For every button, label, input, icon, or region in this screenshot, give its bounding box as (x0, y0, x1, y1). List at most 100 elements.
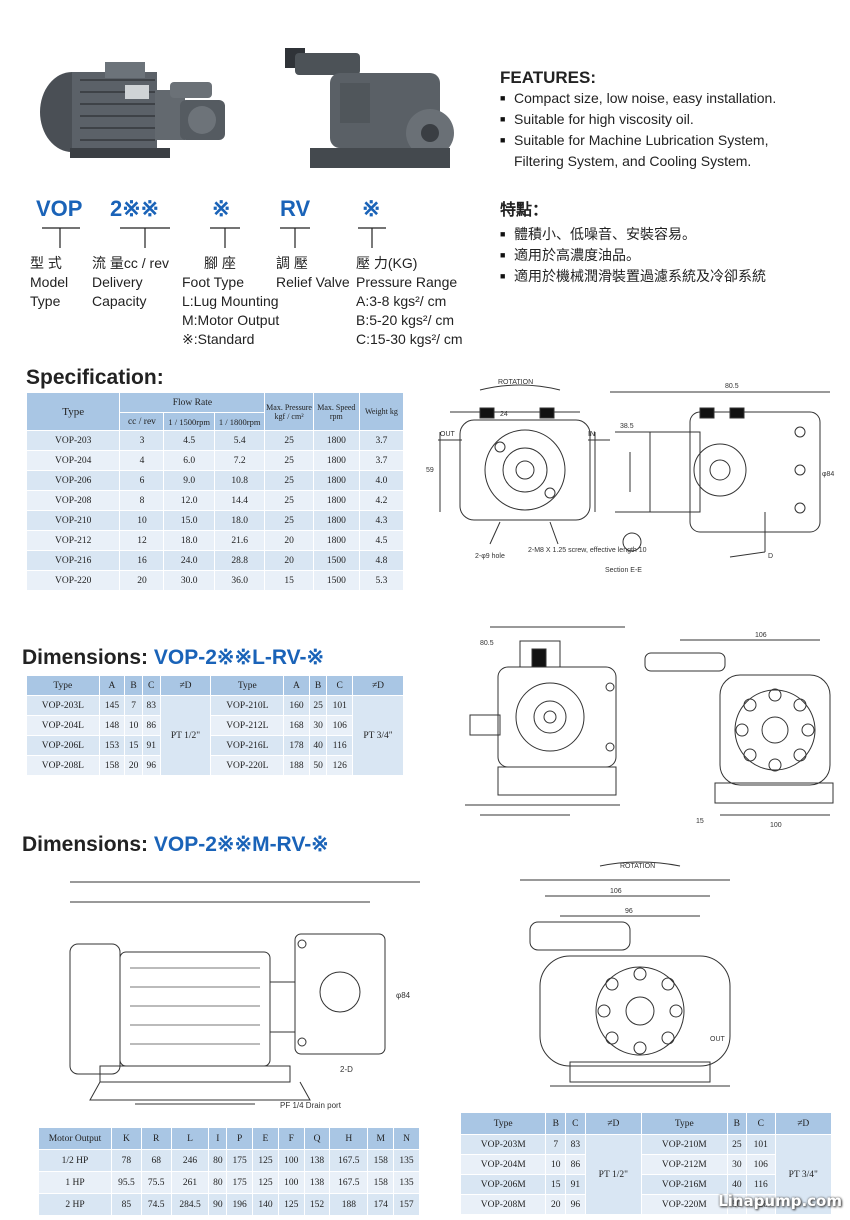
spec-value-cell: 4.0 (358, 470, 405, 491)
caption: C:15-30 kgs²/ cm (356, 331, 463, 347)
features-title: FEATURES: (500, 68, 597, 87)
motor-cell: 95.5 (111, 1171, 142, 1194)
caption-zh: 腳 座 (204, 255, 236, 271)
spec-value-cell: 15.0 (163, 510, 215, 531)
label-84: φ84 (822, 471, 834, 478)
caption: Pressure Range (356, 274, 458, 290)
dimm-cell: 116 (746, 1174, 776, 1195)
diml-cell: 126 (326, 755, 354, 776)
diml-header: C (326, 675, 354, 696)
feature-item: Suitable for high viscosity oil. (500, 109, 830, 130)
dim-l-title-b: VOP-2※※L-RV-※ (153, 646, 325, 669)
spec-title: Specification: (26, 366, 164, 389)
spec-value-cell: 21.6 (213, 530, 266, 551)
dimm-cell: 30 (726, 1154, 748, 1175)
dimm-cell: VOP-210M (641, 1134, 728, 1155)
diml-cell: 148 (98, 715, 126, 736)
pump-front-side-drawing: ROTATION OUT IN 24 59 2-φ9 hole 2-M8 X 1… (426, 379, 834, 574)
spec-value-cell: 25 (264, 490, 314, 511)
diml-cell: 106 (326, 715, 354, 736)
spec-value-cell: 3.7 (358, 430, 405, 451)
dim-m-title: Dimensions: VOP-2※※M-RV-※ (22, 832, 329, 857)
motor-header: M (367, 1127, 395, 1150)
caption-zh: 調 壓 (276, 255, 308, 271)
feature-zh-item: 體積小、低噪音、安裝容易。 (500, 224, 830, 245)
dimm-cell: 91 (565, 1174, 586, 1195)
diml-header: A (283, 675, 310, 696)
motor-cell: 75.5 (140, 1171, 172, 1194)
label-59: 59 (426, 467, 434, 474)
motor-cell: 1 HP (38, 1171, 112, 1194)
diml-cell: 15 (124, 735, 143, 756)
label-l-15: 15 (696, 818, 704, 825)
motor-header: H (329, 1127, 369, 1150)
spec-value-cell: 24.0 (163, 550, 215, 571)
spec-value-cell: 1800 (312, 430, 360, 451)
diml-header: ≠D (352, 675, 404, 696)
motor-cell: 2 HP (38, 1193, 112, 1216)
diml-cell: VOP-203L (26, 695, 100, 716)
spec-value-cell: 8 (119, 490, 165, 511)
diml-cell: VOP-204L (26, 715, 100, 736)
label-m-84: φ84 (396, 991, 411, 1000)
caption: ※:Standard (182, 331, 255, 347)
pump-photo (270, 38, 470, 173)
label-24: 24 (500, 411, 508, 418)
spec-type-cell: VOP-210 (25, 510, 121, 531)
diml-cell: 160 (283, 695, 310, 716)
motor-header: P (226, 1127, 254, 1150)
spec-value-cell: 5.3 (358, 570, 405, 591)
spec-value-cell: 12 (119, 530, 165, 551)
spec-value-cell: 6.0 (163, 450, 215, 471)
motor-cell: 85 (111, 1193, 142, 1216)
diml-cell: 7 (124, 695, 143, 716)
spec-value-cell: 4.2 (358, 490, 405, 511)
code-col-relief: 調 壓 Relief Valve (276, 254, 356, 292)
label-out: OUT (440, 431, 456, 438)
diml-cell: VOP-212L (210, 715, 285, 736)
motor-cell: 167.5 (329, 1171, 369, 1194)
feature-item-continued: Filtering System, and Cooling System. (514, 153, 752, 169)
diml-cell: 20 (124, 755, 143, 776)
diml-header: B (124, 675, 143, 696)
motor-cell: 196 (226, 1193, 254, 1216)
label-in: IN (588, 431, 595, 438)
motor-cell: 140 (252, 1193, 279, 1216)
spec-h-weight: Weight kg (358, 392, 405, 431)
spec-type-cell: VOP-208 (25, 490, 121, 511)
spec-h-1800: 1 / 1800rpm (213, 412, 266, 431)
caption: Delivery (92, 274, 143, 290)
dimm-cell: 7 (545, 1134, 567, 1155)
dimm-header: B (726, 1112, 748, 1135)
motor-header: R (140, 1127, 172, 1150)
diml-cell: 101 (326, 695, 354, 716)
spec-value-cell: 4.5 (163, 430, 215, 451)
motor-header: Q (303, 1127, 331, 1150)
motor-cell: 80 (208, 1171, 228, 1194)
dimm-cell: 106 (746, 1154, 776, 1175)
caption-zh: 型 式 (30, 255, 62, 271)
motor-cell: 138 (303, 1171, 331, 1194)
spec-value-cell: 10 (119, 510, 165, 531)
caption-zh: 壓 力(KG) (356, 255, 418, 271)
features-zh-block: 特點： 體積小、低噪音、安裝容易。 適用於高濃度油品。 適用於機械潤滑裝置過濾系… (500, 196, 830, 287)
dimm-cell: 126 (746, 1194, 776, 1215)
spec-h-flow: Flow Rate (119, 392, 266, 413)
dim-l-title-a: Dimensions: (22, 646, 154, 669)
spec-h-press: Max. Pressure kgf / cm² (264, 392, 314, 431)
diml-cell: 96 (141, 755, 161, 776)
code-delivery: 2※※ (110, 196, 160, 221)
diml-header: A (98, 675, 126, 696)
dimm-cell: 25 (726, 1134, 748, 1155)
diml-header: Type (210, 675, 285, 696)
label-rotation: ROTATION (498, 379, 533, 386)
spec-type-cell: VOP-216 (25, 550, 121, 571)
label-l-805: 80.5 (480, 640, 494, 647)
dimm-cell: 10 (545, 1154, 567, 1175)
